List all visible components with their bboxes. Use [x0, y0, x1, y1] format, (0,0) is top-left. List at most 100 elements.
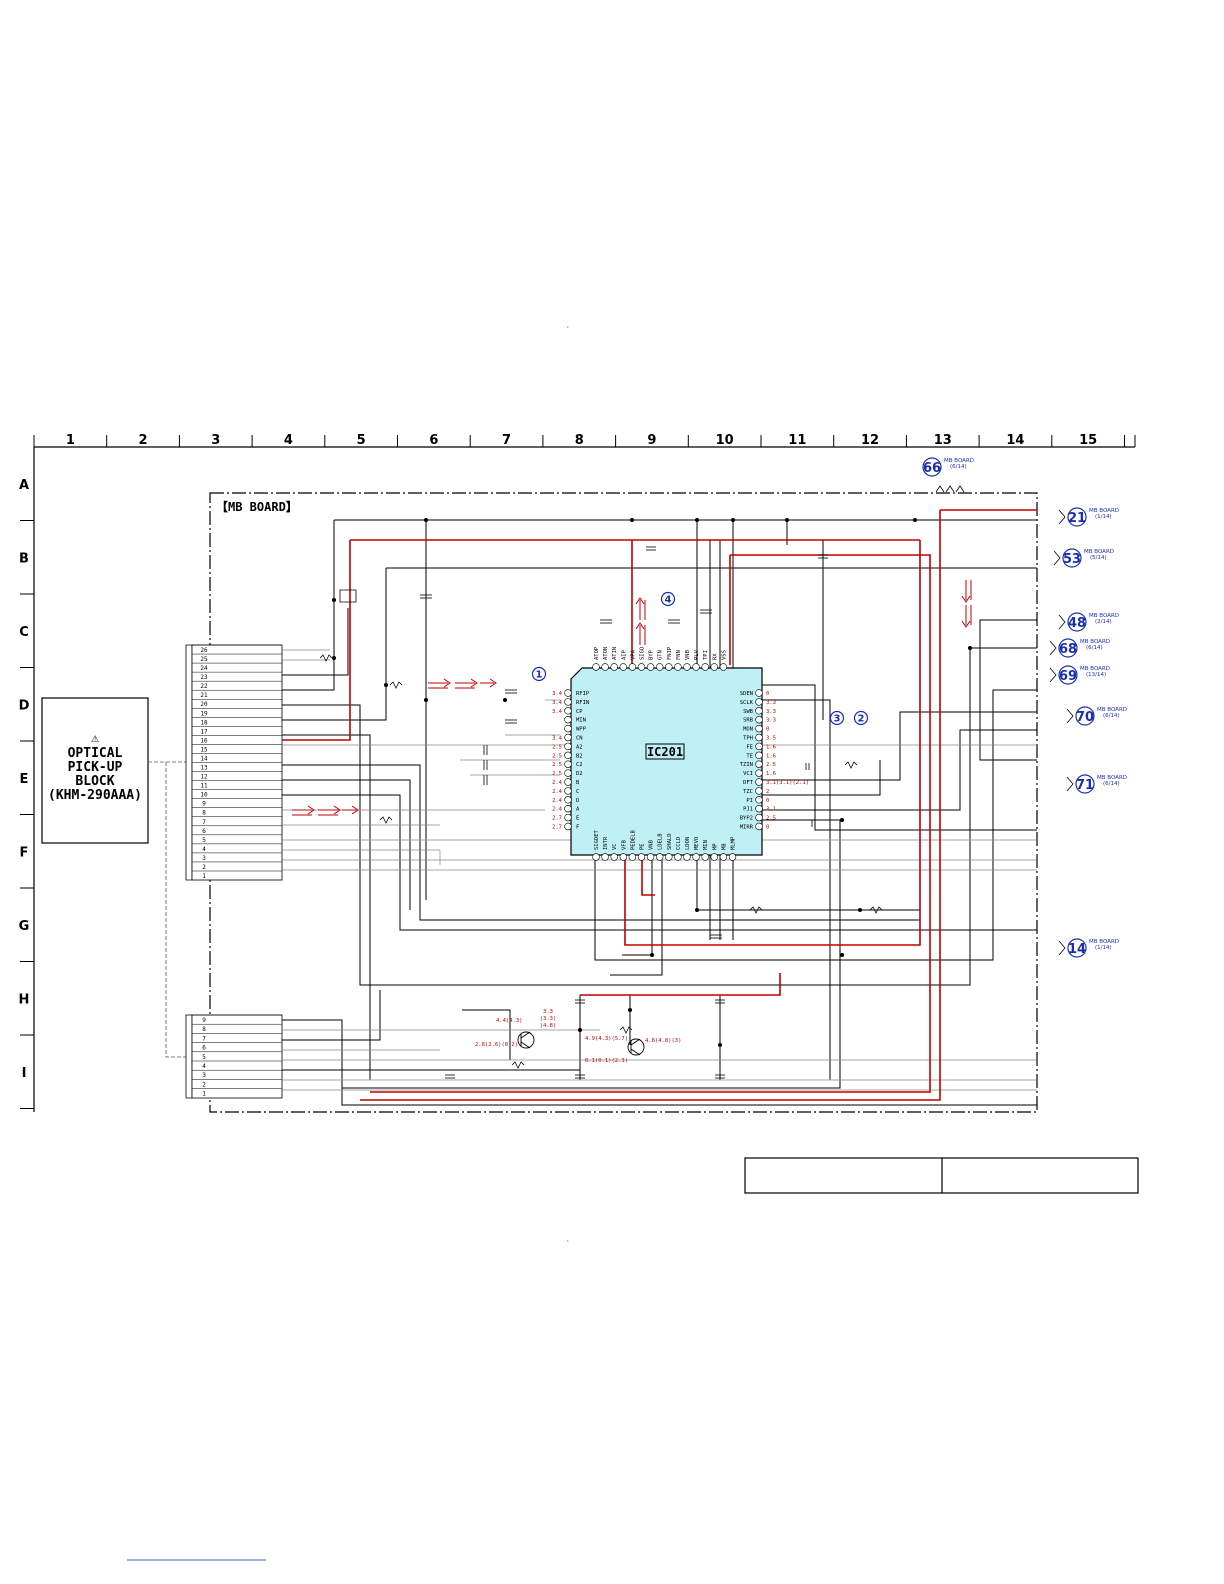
ref-bracket	[1049, 640, 1057, 656]
ic-pin-name: FNIP	[667, 646, 673, 660]
ic-pin-circle	[655, 853, 664, 861]
ref-number: 71	[1076, 778, 1094, 793]
ic-pin-name: MEVO	[694, 837, 700, 850]
connector-pin-number: 4	[202, 1063, 206, 1070]
pin-voltage: 0	[766, 691, 769, 697]
transistor-voltage: 3.3	[543, 1009, 553, 1015]
connector-pin-number: 7	[202, 1035, 206, 1042]
ref-bracket	[1053, 550, 1061, 566]
transistor-voltage: 4.8(4.8)(3)	[645, 1038, 681, 1044]
ic-pin-name: CN	[576, 736, 583, 742]
ic-pin-circle	[755, 769, 763, 777]
ref-circle	[1058, 665, 1078, 685]
ic-pin-circle	[755, 689, 763, 697]
ic-pin-name: ATIN	[612, 647, 618, 660]
pin-voltage: 1.6	[766, 771, 776, 777]
connector-pin-number: 9	[202, 801, 206, 808]
ic-pin-circle	[646, 663, 655, 671]
page-marker-bottom: ·	[566, 1238, 570, 1245]
row-label: D	[19, 698, 30, 713]
ic-pin-circle	[710, 663, 718, 671]
connector-pin-number: 18	[200, 719, 208, 726]
row-label: C	[19, 625, 29, 640]
waveform-marker: 4	[665, 595, 672, 606]
ref-sublabel: (13/14)	[1086, 672, 1106, 678]
ic-pin-circle	[755, 742, 763, 751]
ic-pin-name: C2	[576, 762, 583, 768]
ic-pin-circle	[728, 853, 737, 861]
ref-sublabel: (5/14)	[1090, 555, 1107, 561]
ic-pin-circle	[601, 853, 609, 861]
ic-pin-name: SIGO	[640, 647, 646, 660]
pin-voltage: 0	[766, 798, 769, 804]
ic-pin-circle	[601, 663, 609, 671]
ic-pin-circle	[592, 853, 600, 861]
ref-label: MB BOARD	[1097, 775, 1127, 781]
ic-pin-name: VFB	[621, 839, 627, 850]
grid-frame	[33, 435, 1136, 1112]
ic-pin-name: SCLK	[740, 700, 754, 706]
transistor-voltage: 2.8(2.6)(0.2)	[475, 1042, 518, 1048]
connector-pin-number: 8	[202, 1026, 206, 1033]
column-label: 12	[861, 433, 879, 448]
ic-pin-circle	[564, 778, 572, 786]
ref-label: MB BOARD	[944, 458, 974, 464]
column-label: 7	[502, 433, 511, 448]
ref-sublabel: (2/14)	[1095, 619, 1112, 625]
pin-voltage: 2	[766, 789, 769, 795]
waveform-circle	[853, 710, 869, 726]
ic-pin-circle	[692, 853, 700, 861]
ic-pin-circle	[637, 663, 646, 671]
ic-pin-circle	[564, 733, 572, 742]
column-label: 14	[1006, 433, 1024, 448]
transistor-voltage: (3.3)	[540, 1016, 557, 1022]
waveform-circle	[531, 666, 547, 682]
ref-number: 53	[1063, 552, 1081, 567]
pin-voltage: 2.4	[552, 789, 563, 795]
ref-number: 69	[1059, 669, 1077, 684]
ref-sublabel: (6/14)	[1103, 713, 1120, 719]
ic-pin-circle	[665, 663, 673, 671]
ic-pin-name: MIRR	[740, 825, 754, 831]
connector-pin-number: 26	[200, 647, 208, 654]
column-label: 13	[934, 433, 952, 448]
pin-voltage: 2.5	[766, 816, 776, 822]
pickup-line2: PICK-UP	[68, 760, 123, 775]
pin-voltage: 2.4	[552, 798, 563, 804]
ic-pin-name: MP	[712, 843, 718, 850]
row-ticks	[20, 520, 34, 1109]
ic-pin-circle	[628, 853, 637, 861]
connector-pin-number: 2	[202, 1081, 206, 1088]
column-label: 11	[788, 433, 806, 448]
ic-pin-circle	[564, 742, 572, 751]
page-marker-top: ·	[566, 324, 570, 331]
ref-number: 66	[923, 461, 941, 476]
ref-circle	[1067, 938, 1087, 958]
ic-pin-circle	[755, 715, 763, 724]
ic-pin-name: TPI	[703, 650, 709, 660]
ic-pin-name: RFIP	[576, 691, 590, 697]
ic-pin-name: MON	[743, 727, 753, 733]
column-label: 2	[139, 433, 148, 448]
connector-pin-number: 5	[202, 837, 206, 844]
ic-pin-name: SIGDET	[594, 829, 600, 850]
transistor-voltage: (4.8)	[540, 1023, 557, 1029]
ic-pin-name: A2	[576, 744, 583, 750]
ref-number: 70	[1076, 710, 1094, 725]
ic-pin-circle	[701, 853, 709, 861]
column-ticks	[33, 435, 1125, 447]
connector-pin-number: 6	[202, 828, 206, 835]
ic-pin-circle	[564, 804, 572, 813]
transistor-q2	[627, 1038, 645, 1056]
ref-sublabel: (6/14)	[950, 464, 967, 470]
row-label: A	[19, 478, 29, 493]
ref-circle	[1058, 638, 1078, 658]
